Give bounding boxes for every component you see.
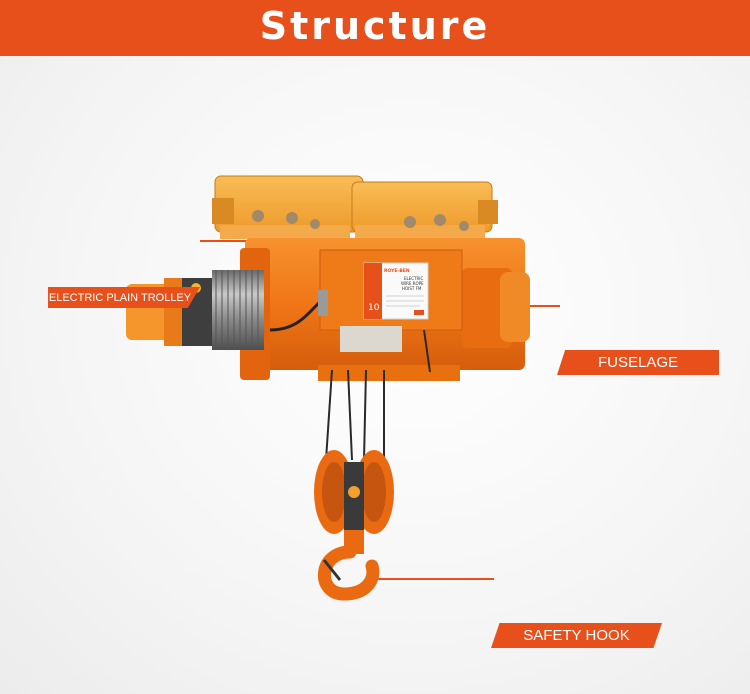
- nameplate-brand: ROYE-BEN: [384, 268, 410, 274]
- header-banner: Structure: [0, 0, 750, 56]
- label-fuselage-text: FUSELAGE: [597, 354, 679, 371]
- label-fuselage: FUSELAGE: [557, 350, 719, 375]
- wire-ropes: [325, 329, 431, 461]
- nameplate: 10 ROYE-BEN ELECTRIC WIRE ROPE HOIST FM: [363, 262, 429, 320]
- label-electric-plain-trolley: ELECTRIC PLAIN TROLLEY: [48, 287, 200, 308]
- nameplate-capacity: 10: [368, 303, 380, 313]
- trolley-assembly: [212, 175, 498, 239]
- label-safety-hook: SAFETY HOOK: [491, 623, 662, 648]
- page-title: Structure: [259, 4, 491, 48]
- lower-frame: [318, 365, 460, 381]
- pulley-block: [314, 450, 394, 534]
- label-safety-hook-text: SAFETY HOOK: [523, 627, 630, 644]
- rope-drum: [212, 270, 323, 350]
- label-electric-plain-trolley-text: ELECTRIC PLAIN TROLLEY: [48, 291, 192, 304]
- nameplate-line3: HOIST FM: [402, 286, 422, 291]
- hoist-illustration: 10 ROYE-BEN ELECTRIC WIRE ROPE HOIST FM: [126, 175, 560, 601]
- nameplate-line2: WIRE ROPE: [401, 281, 424, 286]
- safety-hook: [317, 530, 380, 601]
- product-stage: 10 ROYE-BEN ELECTRIC WIRE ROPE HOIST FM: [0, 56, 750, 694]
- nameplate-line1: ELECTRIC: [404, 276, 423, 281]
